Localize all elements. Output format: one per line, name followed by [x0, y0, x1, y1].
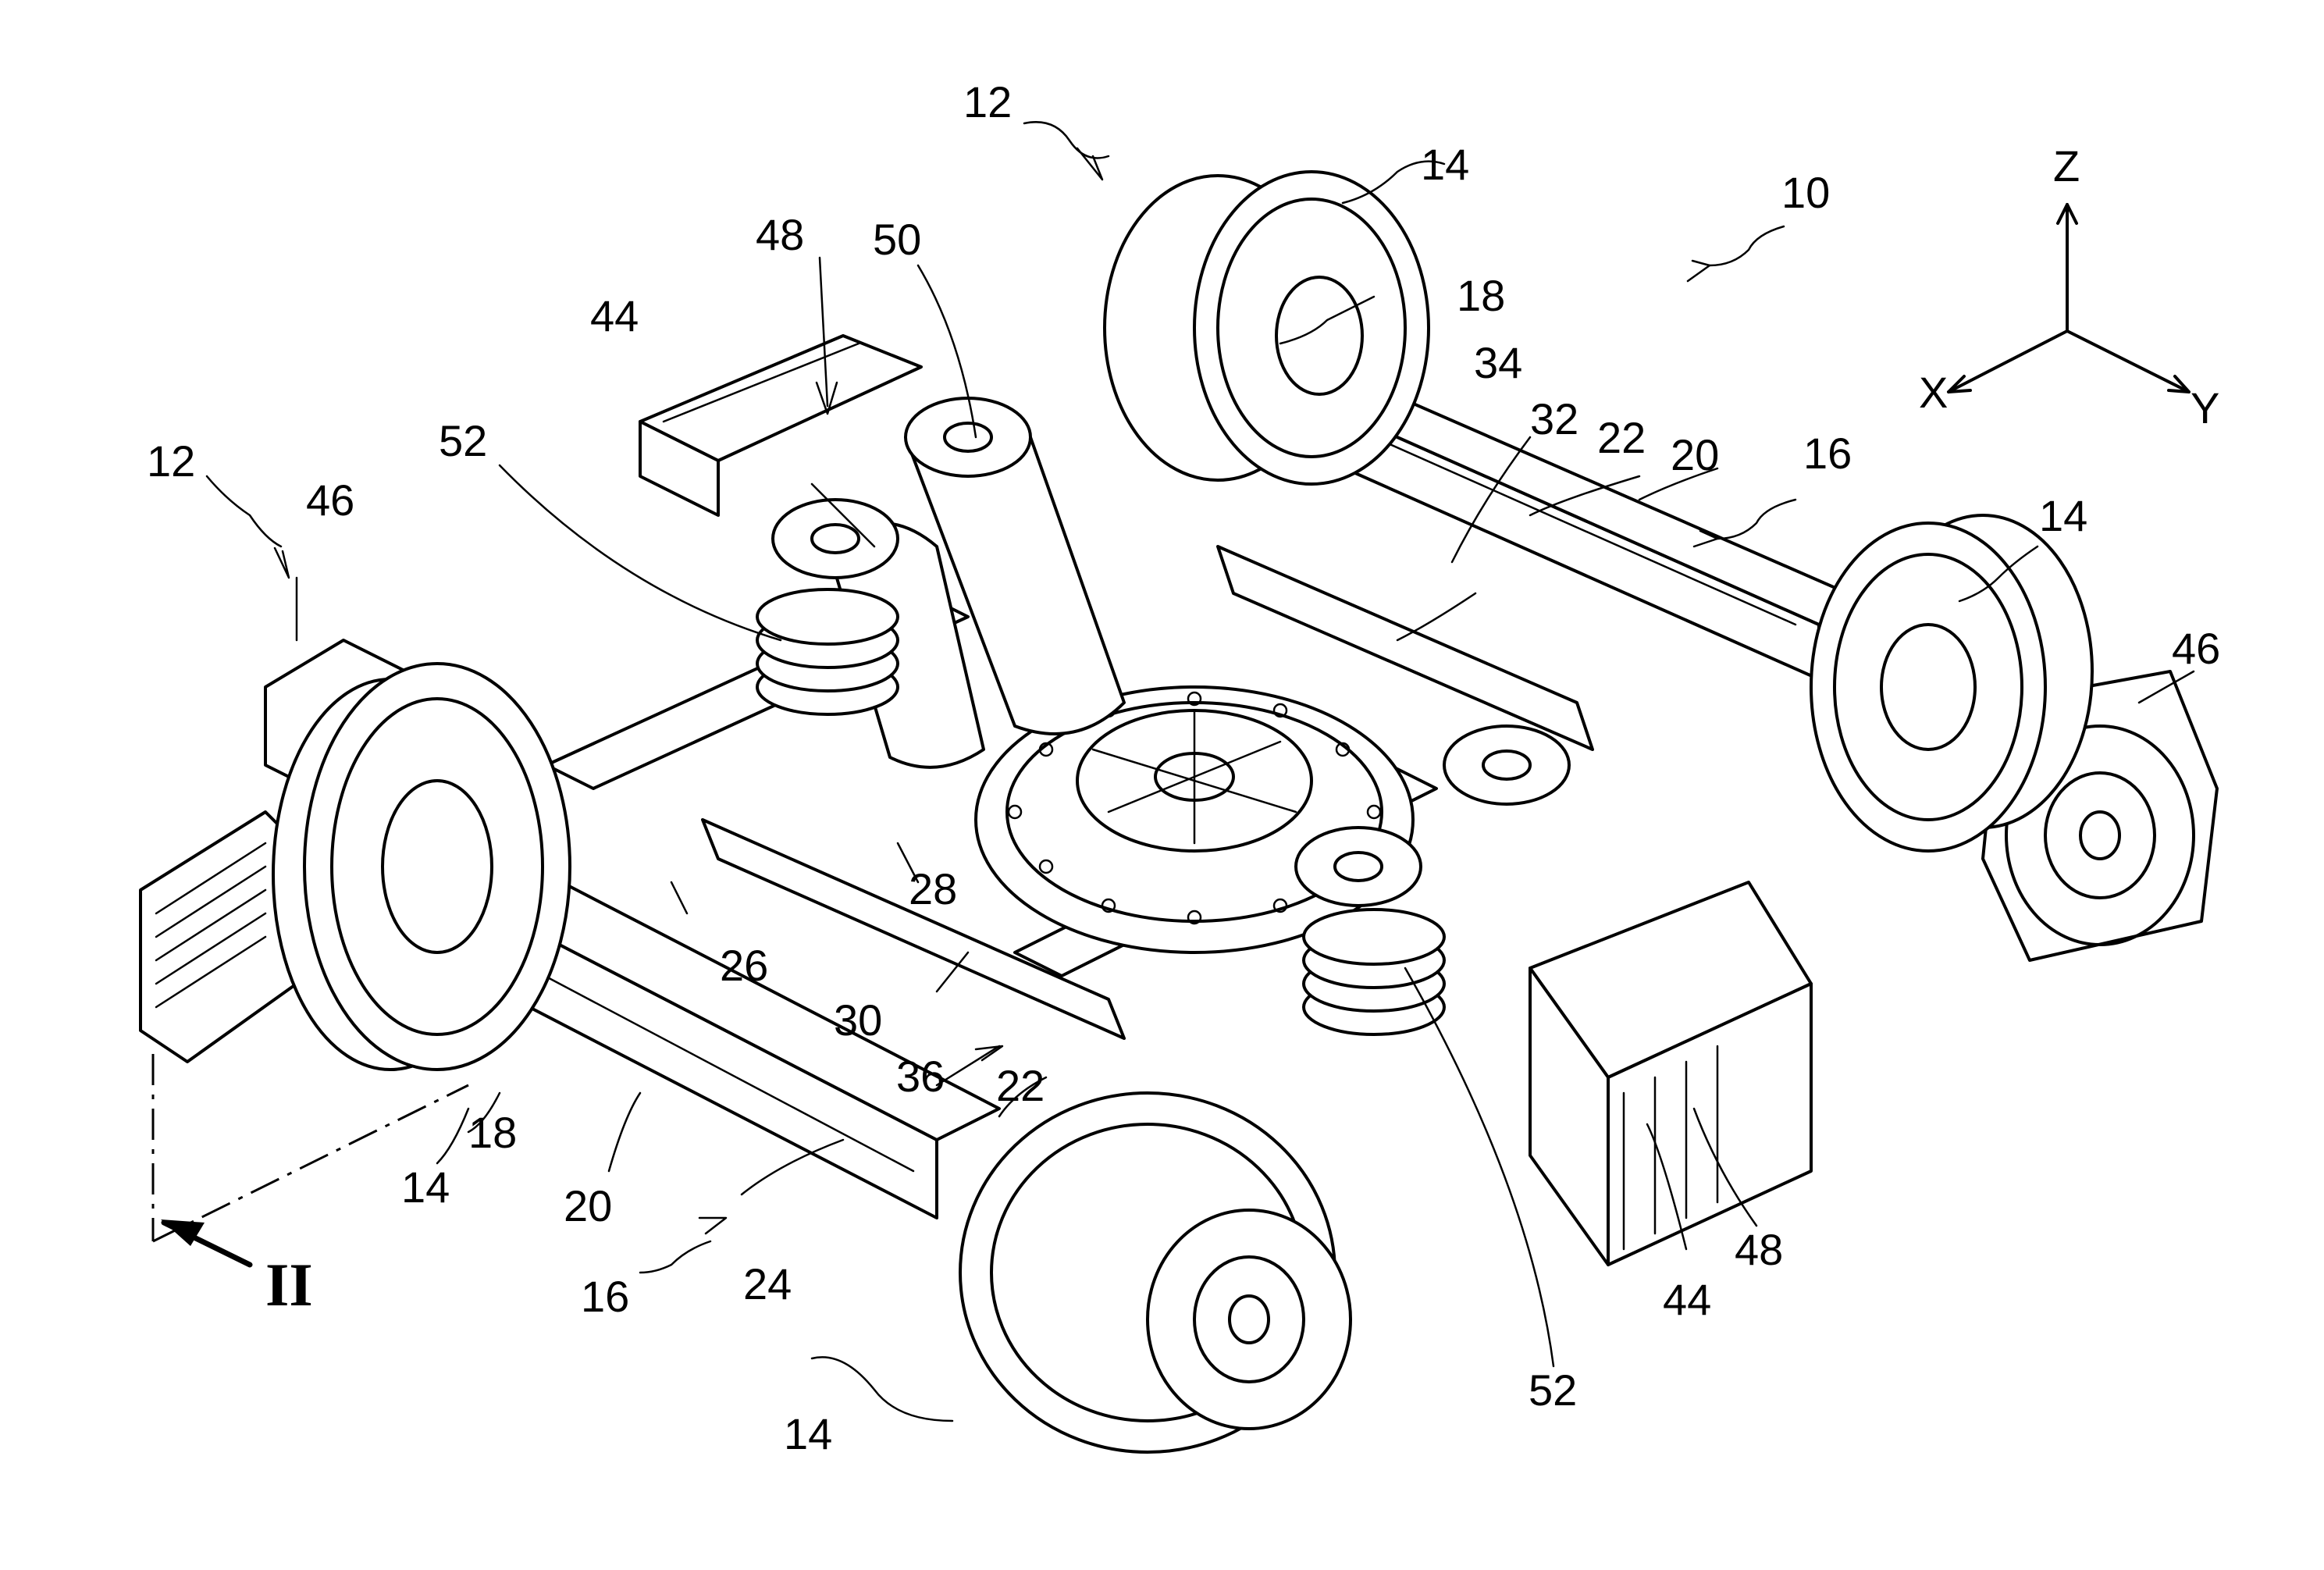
ref-30: 30	[834, 995, 882, 1045]
wheel-top	[1103, 170, 1430, 486]
ref-26: 26	[720, 941, 768, 990]
motor-bottom	[1529, 881, 1813, 1266]
ref-14-bottom: 14	[784, 1409, 832, 1458]
axis-triad: Z X Y	[1919, 141, 2219, 433]
gearbox-left	[139, 639, 408, 1063]
wheels	[272, 170, 2094, 1454]
ref-28: 28	[909, 864, 957, 913]
wheel-bottom	[959, 1091, 1352, 1454]
axis-y-label: Y	[2191, 383, 2219, 433]
ref-20-right: 20	[1671, 430, 1719, 479]
ref-22-left: 22	[996, 1061, 1045, 1110]
axis-x-label: X	[1919, 368, 1948, 417]
ref-16-right: 16	[1803, 429, 1852, 478]
ref-18-top: 18	[1457, 271, 1505, 320]
reference-labels: 10 12 12 14 14 14 14 16 16 18 18 20 20 2…	[147, 77, 2220, 1458]
wheel-right	[1810, 514, 2094, 853]
ref-20-left: 20	[564, 1181, 612, 1230]
ref-14-top: 14	[1421, 140, 1469, 189]
ref-46-right: 46	[2172, 624, 2220, 673]
ref-22-right: 22	[1597, 413, 1646, 462]
ref-10: 10	[1781, 168, 1830, 217]
ref-48-bottom: 48	[1735, 1225, 1783, 1274]
ref-14-right: 14	[2039, 491, 2087, 540]
ref-14-left: 14	[401, 1162, 450, 1212]
ref-44-bottom: 44	[1663, 1275, 1711, 1324]
motors	[639, 334, 1813, 1266]
ref-52-top: 52	[439, 416, 487, 465]
spring-right	[1302, 908, 1446, 1036]
gearboxes	[139, 639, 2219, 1063]
ref-36: 36	[896, 1052, 945, 1101]
axis-z-label: Z	[2053, 141, 2080, 190]
leader-lines	[205, 121, 2195, 1422]
ref-18-left: 18	[468, 1108, 517, 1157]
spring-left	[756, 588, 899, 716]
section-marker-label: II	[265, 1251, 313, 1319]
ref-16-bottom: 16	[581, 1272, 629, 1321]
bolster-arm	[771, 397, 1571, 907]
motor-top	[639, 334, 923, 517]
ref-24: 24	[743, 1259, 792, 1308]
ref-12-top: 12	[963, 77, 1012, 126]
ref-46-left: 46	[306, 475, 354, 525]
suspension-springs	[756, 588, 1446, 1036]
ref-48-top: 48	[756, 210, 804, 259]
ref-50: 50	[873, 215, 921, 264]
ref-44-top: 44	[590, 291, 639, 340]
ref-34: 34	[1474, 338, 1522, 387]
ref-32: 32	[1530, 394, 1578, 443]
ref-52-bottom: 52	[1529, 1365, 1577, 1415]
section-marker: II	[151, 1054, 469, 1319]
ref-12-left: 12	[147, 436, 195, 486]
wheel-left	[272, 662, 571, 1071]
